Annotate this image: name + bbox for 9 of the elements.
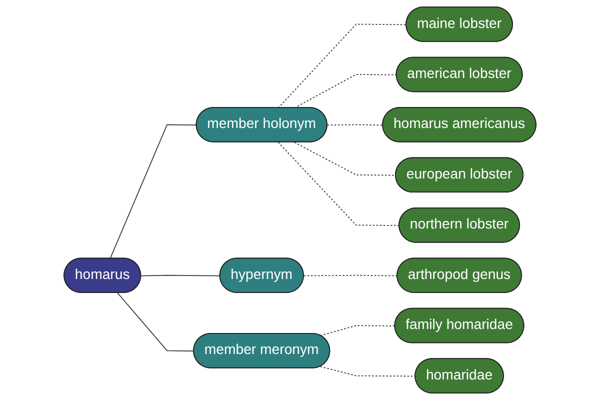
connector xyxy=(140,274,221,276)
connector xyxy=(326,124,384,126)
connector xyxy=(303,274,398,276)
connector xyxy=(278,142,400,226)
connector xyxy=(117,292,194,352)
connector xyxy=(278,24,407,108)
connector xyxy=(294,142,396,176)
connector xyxy=(320,325,396,336)
connector xyxy=(110,124,198,260)
